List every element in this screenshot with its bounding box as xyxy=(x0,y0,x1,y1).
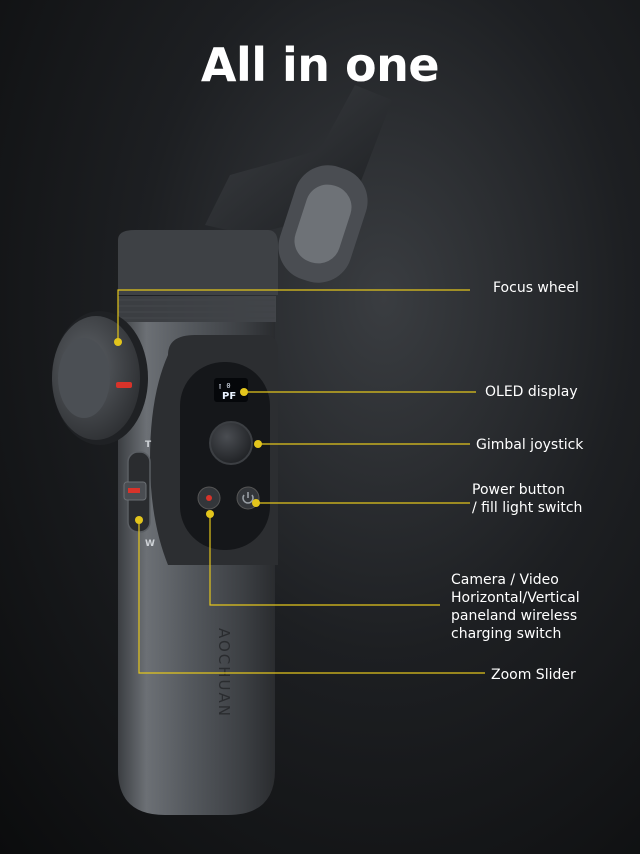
callout-gimbal-joystick: Gimbal joystick xyxy=(476,437,584,453)
joystick[interactable] xyxy=(209,421,253,465)
callout-focus-wheel: Focus wheel xyxy=(493,280,579,296)
callout-zoom-slider: Zoom Slider xyxy=(491,667,576,683)
callout-dots xyxy=(114,338,262,524)
callout-line-focus xyxy=(117,289,470,342)
oled-screen xyxy=(214,378,248,402)
callout-oled-display: OLED display xyxy=(485,384,578,400)
focus-wheel-marker xyxy=(116,382,132,388)
zoom-wide-label: W xyxy=(145,539,155,549)
page-title: All in one xyxy=(200,38,440,92)
gimbal-top-cap xyxy=(118,230,278,295)
callout-line-zoom xyxy=(138,520,485,674)
callout-line-mode xyxy=(209,514,440,606)
callout-lines xyxy=(117,289,485,674)
callout-power-button: Power button / fill light switch xyxy=(472,482,583,516)
power-icon xyxy=(242,492,254,504)
oled-mode-text: PF xyxy=(222,391,236,402)
callout-mode-switch: Camera / Video Horizontal/Vertical panel… xyxy=(451,572,580,642)
oled-status: ▯ 0 xyxy=(218,382,231,390)
mode-dot-icon xyxy=(206,495,212,501)
zoom-tele-label: T xyxy=(145,440,152,450)
